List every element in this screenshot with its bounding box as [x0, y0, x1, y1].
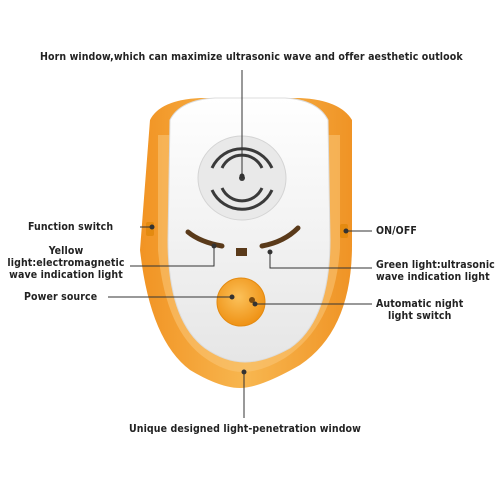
label-on-off: ON/OFF	[376, 225, 417, 237]
indicator-lights	[185, 225, 301, 256]
green-light-line-1: Green light:ultrasonic	[376, 259, 495, 271]
label-green-light: Green light:ultrasonic wave indication l…	[376, 259, 495, 283]
leader-lines	[108, 70, 372, 418]
night-light-sensor	[249, 297, 255, 303]
label-night-light-switch: Automatic night light switch	[376, 298, 463, 322]
label-power-source: Power source	[24, 291, 98, 303]
yellow-light-line-2: light:electromagnetic	[7, 257, 125, 269]
label-penetration-window: Unique designed light-penetration window	[129, 423, 361, 435]
label-yellow-light: Yellow light:electromagnetic wave indica…	[4, 245, 128, 281]
night-switch-line-1: Automatic night	[376, 298, 464, 310]
green-light-line-2: wave indication light	[376, 271, 490, 283]
yellow-light-line-3: wave indication light	[9, 269, 123, 281]
night-switch-line-2: light switch	[388, 310, 452, 322]
yellow-light-line-1: Yellow	[48, 245, 84, 257]
label-function-switch: Function switch	[28, 221, 114, 233]
label-horn-window: Horn window,which can maximize ultrasoni…	[40, 51, 463, 63]
power-button[interactable]	[216, 277, 266, 327]
